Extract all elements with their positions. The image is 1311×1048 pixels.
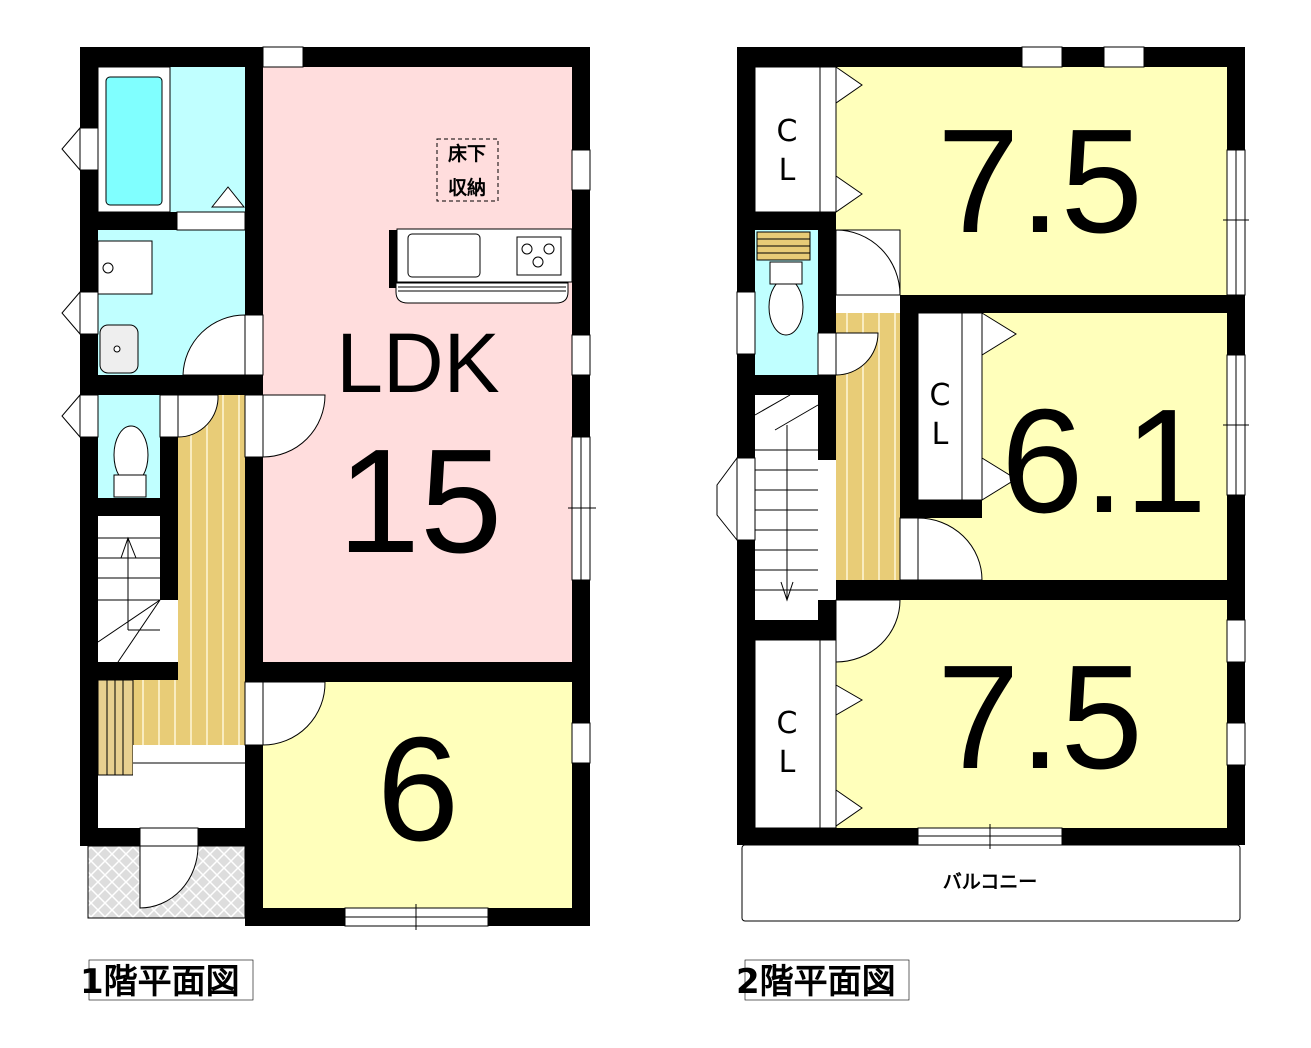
windows-1f xyxy=(61,46,596,930)
closet-bottom-label-c: C xyxy=(777,706,798,741)
entrance-floor xyxy=(133,745,245,828)
kitchen-sink-icon xyxy=(407,233,481,278)
closet-top-label-l: L xyxy=(779,153,796,188)
washer-drain-icon xyxy=(102,262,114,274)
underfloor-storage-label-1: 床下 xyxy=(448,142,486,165)
walls-1f xyxy=(80,47,590,926)
stairs-up-arrow-icon xyxy=(120,536,137,559)
closet-top xyxy=(754,66,837,213)
stairs-1f-steps xyxy=(97,536,161,663)
room-top-floor xyxy=(836,67,1227,295)
toilet-2f-icon xyxy=(768,278,804,336)
underfloor-storage-box xyxy=(436,138,499,202)
room-6-floor xyxy=(263,682,572,908)
closet-mid-label-l: L xyxy=(932,417,949,452)
room-top-size: 7.5 xyxy=(937,99,1143,264)
windows-2f xyxy=(716,46,1249,849)
underfloor-storage-label-2: 収納 xyxy=(448,176,486,199)
ldk-label: LDK xyxy=(336,316,499,410)
stairs-2f-steps xyxy=(754,394,819,602)
doors-2f xyxy=(817,229,983,663)
floor-1: 床下 収納 LDK 15 6 1階平面図 xyxy=(61,46,596,1002)
ldk-size: 15 xyxy=(338,419,503,584)
floor-2: バルコニー C L C L C L xyxy=(716,46,1249,1002)
floor-1-caption: 1階平面図 xyxy=(80,962,240,1002)
stairs-down-arrow-icon xyxy=(780,581,794,602)
closet-top-label-c: C xyxy=(777,114,798,149)
closet-bottom xyxy=(754,639,837,829)
balcony-label: バルコニー xyxy=(943,871,1038,893)
doors-1f xyxy=(139,314,326,909)
kitchen-counter xyxy=(389,228,573,304)
floor-2-caption: 2階平面図 xyxy=(736,962,896,1002)
closet-bottom-label-l: L xyxy=(779,745,796,780)
ldk-floor xyxy=(263,67,572,662)
room-bottom-size: 7.5 xyxy=(937,635,1143,800)
room-mid-size: 6.1 xyxy=(1001,379,1207,544)
room-bottom-floor xyxy=(836,600,1227,828)
closet-door-markers xyxy=(835,66,1017,827)
closet-mid xyxy=(917,312,983,501)
closet-mid-label-c: C xyxy=(930,378,951,413)
room-6-size: 6 xyxy=(377,707,459,872)
stove-icon xyxy=(521,243,533,255)
bathtub-icon xyxy=(105,76,163,206)
